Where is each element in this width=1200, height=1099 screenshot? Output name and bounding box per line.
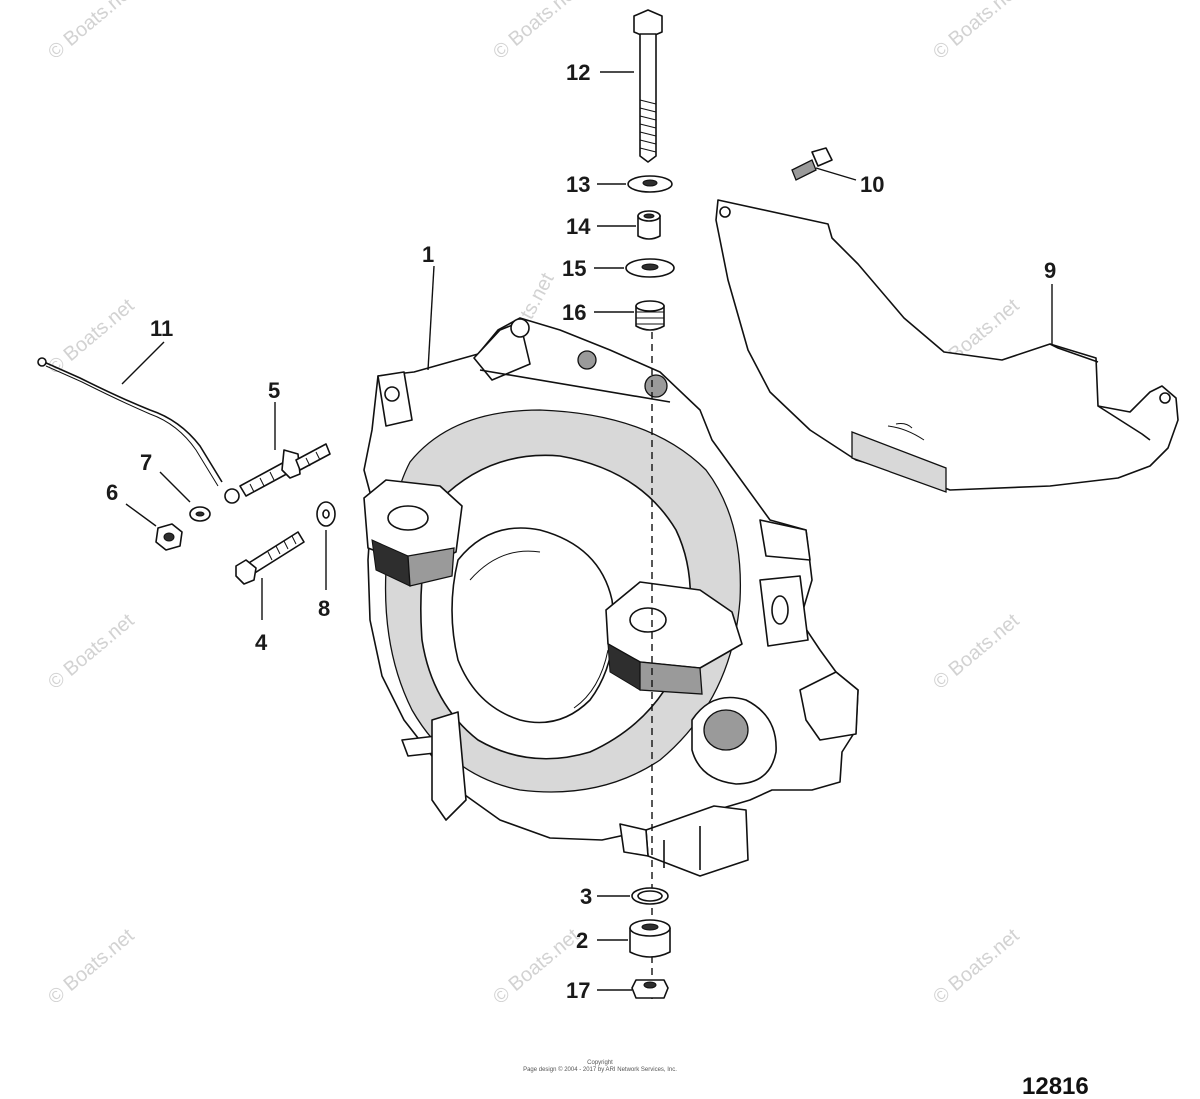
small-flat-washer: [316, 501, 336, 527]
callout-10: 10: [860, 172, 884, 197]
callout-11: 11: [150, 316, 173, 341]
callout-3: 3: [580, 884, 592, 909]
lock-nut: [631, 979, 669, 999]
watermark: © Boats.net: [489, 0, 584, 64]
hex-nut: [155, 523, 183, 551]
callout-2: 2: [576, 928, 588, 953]
callout-17: 17: [566, 978, 590, 1003]
callout-9: 9: [1044, 258, 1056, 283]
copyright-line-2: Page design © 2004 - 2017 by ARI Network…: [523, 1066, 677, 1073]
bushing: [629, 919, 671, 958]
cover-bolt: [791, 147, 833, 181]
copyright-line-1: Copyright: [587, 1060, 613, 1066]
callout-6: 6: [106, 480, 118, 505]
watermark: © Boats.net: [44, 609, 139, 693]
callout-5: 5: [268, 378, 280, 403]
watermark: © Boats.net: [44, 294, 139, 378]
stud: [239, 443, 331, 497]
lock-washer: [189, 506, 211, 522]
callout-1: 1: [422, 242, 434, 267]
watermark: © Boats.net: [929, 924, 1024, 1008]
spring-grommet: [635, 300, 665, 331]
callout-15: 15: [562, 256, 586, 281]
callout-7: 7: [140, 450, 152, 475]
washer: [625, 258, 675, 278]
callout-14: 14: [566, 214, 591, 239]
watermark: © Boats.net: [44, 0, 139, 64]
watermark: © Boats.net: [44, 924, 139, 1008]
long-bolt: [633, 9, 663, 163]
ring-washer: [631, 887, 669, 905]
callout-16: 16: [562, 300, 586, 325]
sleeve: [637, 210, 661, 240]
hex-bolt: [235, 531, 305, 585]
figure-number: 12816: [1022, 1073, 1089, 1099]
leader-lines: [121, 71, 1053, 991]
callout-4: 4: [255, 630, 268, 655]
ground-cable: [37, 357, 240, 504]
watermark: © Boats.net: [929, 0, 1024, 64]
callout-labels: 1 2 3 4 5 6 7 8 9 10 11 12 13 14 15 16 1…: [106, 60, 1056, 1003]
callout-12: 12: [566, 60, 590, 85]
callout-8: 8: [318, 596, 330, 621]
flywheel-cover-plate: [715, 199, 1179, 493]
callout-13: 13: [566, 172, 590, 197]
flat-washer: [627, 175, 673, 193]
watermark: © Boats.net: [929, 609, 1024, 693]
